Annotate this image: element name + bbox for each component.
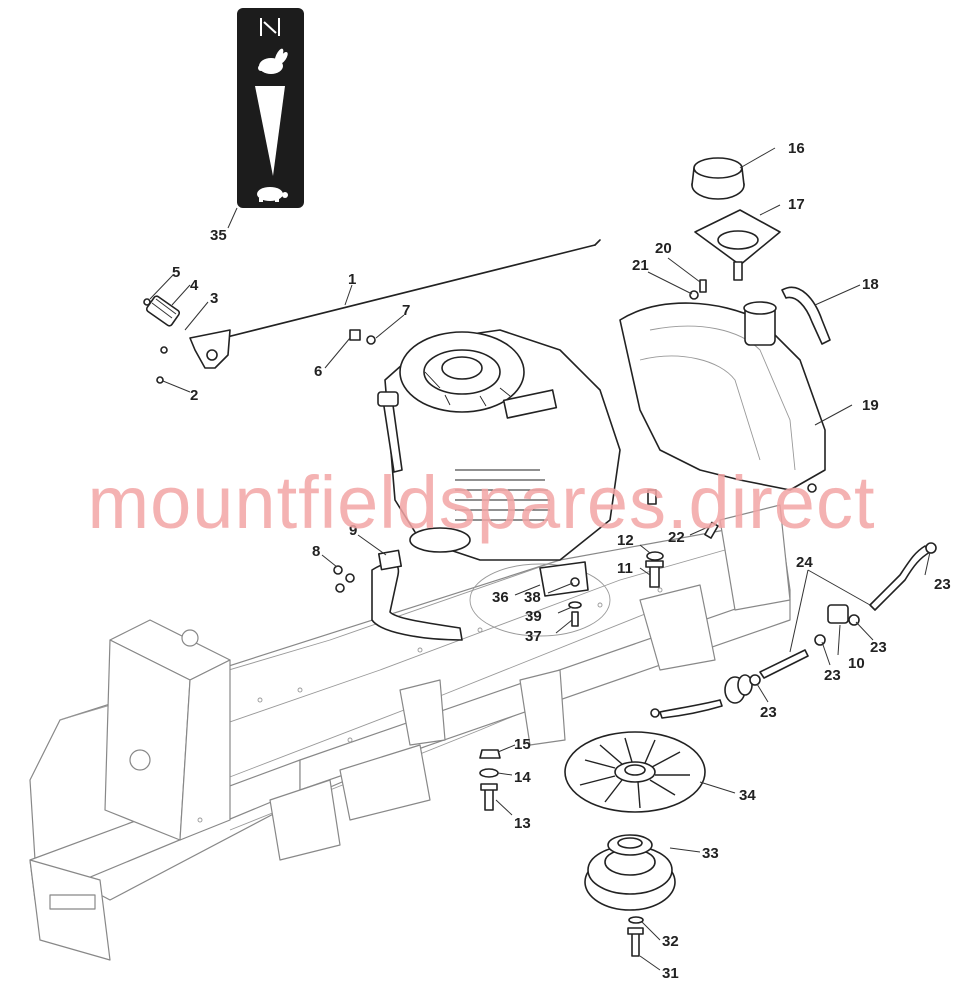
tortoise-icon [257,187,288,202]
bolt-37 [571,611,579,627]
fuel-cap [691,157,745,200]
washer-39 [568,601,582,609]
fuel-filter-strainer [694,209,781,281]
screw-2 [156,376,164,384]
callout-31: 31 [662,965,679,982]
callout-8: 8 [312,543,320,560]
speed-wedge [255,86,285,176]
exhaust-pipe [371,549,463,641]
spring [145,295,181,327]
washer-14 [479,768,499,778]
clip [143,298,151,306]
engine-bracket [539,561,589,597]
leader-lines [149,147,931,971]
callout-20: 20 [655,240,672,257]
callout-15: 15 [514,736,531,753]
callout-35: 35 [210,227,227,244]
callout-38: 38 [524,589,541,606]
callout-23-a: 23 [934,576,951,593]
cooling-fan-pulley [564,731,706,813]
nut-15 [479,749,501,759]
throttle-bracket [189,329,231,369]
callout-16: 16 [788,140,805,157]
callout-34: 34 [739,787,756,804]
screws-8 [333,565,355,593]
callout-37: 37 [525,628,542,645]
callout-23-c: 23 [824,667,841,684]
washer-32 [628,916,644,924]
callout-22: 22 [668,529,685,546]
fuel-tank [619,301,826,493]
callout-9: 9 [349,522,357,539]
callout-10: 10 [848,655,865,672]
callout-12: 12 [617,532,634,549]
callout-24: 24 [796,554,813,571]
callout-17: 17 [788,196,805,213]
bolt-13 [480,783,498,811]
callout-labels: 1 2 3 4 5 6 7 8 9 10 11 12 13 14 15 16 1… [172,140,951,982]
rabbit-icon [258,48,288,74]
bolt-31 [627,927,644,957]
clip-7 [366,335,376,345]
callout-5: 5 [172,264,180,281]
callout-32: 32 [662,933,679,950]
breather-hose [781,286,831,345]
engine-pulley [584,834,676,911]
callout-19: 19 [862,397,879,414]
bolt-22 [704,521,719,539]
callout-4: 4 [190,277,199,294]
washer-12 [646,551,664,561]
callout-33: 33 [702,845,719,862]
bolt-6 [349,329,361,341]
choke-icon [260,18,280,36]
callout-3: 3 [210,290,218,307]
fuel-lines [650,542,937,719]
throttle-cable [214,244,596,341]
callout-23-d: 23 [760,704,777,721]
callout-1: 1 [348,271,356,288]
callout-18: 18 [862,276,879,293]
callout-21: 21 [632,257,649,274]
callout-2: 2 [190,387,198,404]
callout-36: 36 [492,589,509,606]
callout-14: 14 [514,769,531,786]
tank-bolt [689,279,707,300]
callout-39: 39 [525,608,542,625]
callout-7: 7 [402,302,410,319]
callout-13: 13 [514,815,531,832]
chassis-frame [29,504,791,961]
callout-11: 11 [617,560,633,577]
callout-23-b: 23 [870,639,887,656]
bolt-11 [645,560,664,588]
bolt-tank-mount [647,489,657,505]
engine [377,329,621,561]
callout-6: 6 [314,363,322,380]
throttle-decal [237,8,304,208]
